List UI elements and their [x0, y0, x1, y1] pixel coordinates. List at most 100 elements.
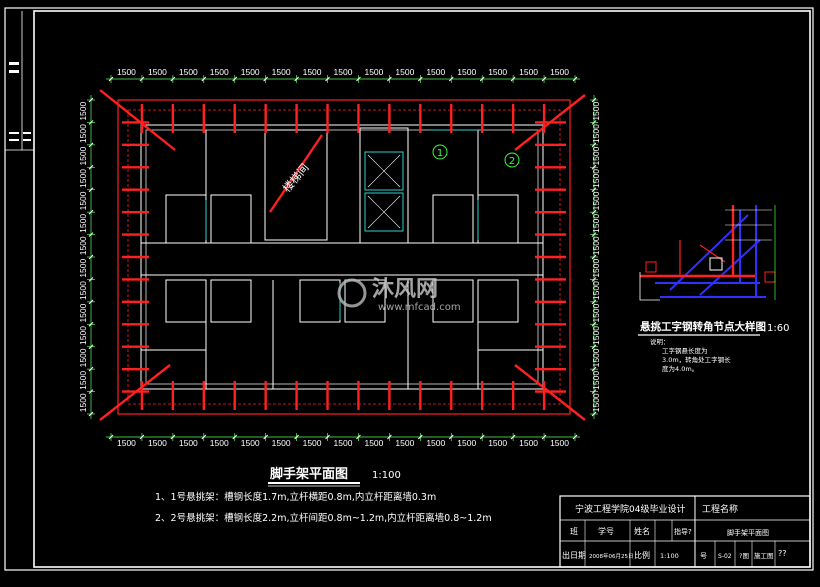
main-title: 脚手架平面图 [270, 466, 348, 482]
detail-note-1: 工字钢悬长度为 [662, 346, 708, 355]
tb-row2-0: 班 [570, 526, 578, 536]
tb-row2-2: 姓名 [634, 526, 650, 536]
dimension-label: 1500 [591, 258, 601, 277]
dimension-label: 1500 [395, 438, 414, 448]
tb-drawing-name: 脚手架平面图 [727, 528, 769, 537]
tb-row3-5: S-02 [718, 553, 732, 560]
dimension-label: 1500 [591, 371, 601, 390]
dimension-label: 1500 [210, 67, 229, 77]
dimension-label: 1500 [78, 393, 88, 412]
main-scale: 1:100 [372, 470, 401, 481]
watermark-url: www.mfcad.com [378, 302, 461, 313]
dimension-label: 1500 [78, 191, 88, 210]
dimension-label: 1500 [303, 438, 322, 448]
tb-row3-4: 号 [700, 552, 707, 560]
dimension-label: 1500 [78, 371, 88, 390]
dimension-label: 1500 [148, 438, 167, 448]
dimension-label: 1500 [272, 67, 291, 77]
dimension-label: 1500 [591, 393, 601, 412]
dimension-label: 1500 [78, 303, 88, 322]
title-block [559, 495, 811, 568]
tb-school: 宁波工程学院04级毕业设计 [575, 503, 685, 515]
dimension-label: 1500 [117, 67, 136, 77]
tb-row3-1: 2008年06月25日 [589, 552, 634, 560]
inner-frame [33, 10, 811, 568]
dimension-label: 1500 [78, 124, 88, 143]
dimension-label: 1500 [550, 438, 569, 448]
dimension-label: 1500 [591, 348, 601, 367]
dimension-label: 1500 [395, 67, 414, 77]
building-plan [140, 124, 544, 390]
tb-row3-3: 1:100 [660, 552, 679, 560]
dimension-label: 1500 [519, 67, 538, 77]
dimension-label: 1500 [457, 438, 476, 448]
scaffold-cantilevers [99, 89, 586, 421]
dimension-label: 1500 [117, 438, 136, 448]
sheet-border [4, 7, 814, 571]
detail-title: 悬挑工字钢转角节点大样图 [639, 320, 766, 333]
dimension-label: 1500 [148, 67, 167, 77]
dimension-label: 1500 [179, 438, 198, 448]
callout-2: 2 [504, 152, 520, 168]
detail-scale: 1:60 [767, 323, 789, 334]
dimension-label: 1500 [303, 67, 322, 77]
dimension-label: 1500 [334, 67, 353, 77]
dimension-label: 1500 [550, 67, 569, 77]
dimension-label: 1500 [78, 169, 88, 188]
dimension-label: 1500 [591, 101, 601, 120]
dimension-label: 1500 [272, 438, 291, 448]
dimension-label: 1500 [241, 438, 260, 448]
dimension-label: 1500 [591, 191, 601, 210]
dimension-label: 1500 [426, 438, 445, 448]
dimension-label: 1500 [488, 438, 507, 448]
detail-note-3: 度为4.0m。 [662, 364, 698, 373]
tb-row2-3: 指导? [674, 527, 692, 536]
dimension-label: 1500 [488, 67, 507, 77]
dimension-label: 1500 [591, 214, 601, 233]
dimension-label: 1500 [457, 67, 476, 77]
dimension-label: 1500 [426, 67, 445, 77]
tb-project-label: 工程名称 [702, 503, 738, 515]
dimension-label: 1500 [591, 236, 601, 255]
dimension-label: 1500 [364, 67, 383, 77]
detail-note-0: 说明： [650, 337, 670, 346]
note-1: 1、1号悬挑架：槽钢长度1.7m,立杆横距0.8m,内立杆距离墙0.3m [155, 491, 436, 503]
dimension-label: 1500 [591, 169, 601, 188]
stair-label: 楼梯间 [280, 161, 312, 195]
callout-1: 1 [432, 144, 448, 160]
corner-detail-drawing [639, 205, 776, 301]
dimension-lines: 1500 1500 1500 1500 1500 1500 1500 1500 1500 1500… [78, 67, 601, 448]
dimension-label: 1500 [591, 281, 601, 300]
dimension-label: 1500 [179, 67, 198, 77]
tb-row3-8: ?? [778, 549, 787, 558]
dimension-label: 1500 [78, 326, 88, 345]
dimension-label: 1500 [591, 303, 601, 322]
dimension-label: 1500 [78, 214, 88, 233]
tb-row2-1: 学号 [598, 526, 614, 536]
dimension-label: 1500 [78, 146, 88, 165]
left-binding-strip [5, 11, 34, 151]
tb-row3-7: 施工图 [754, 551, 774, 560]
dimension-label: 1500 [591, 124, 601, 143]
dimension-label: 1500 [364, 438, 383, 448]
dimension-label: 1500 [334, 438, 353, 448]
dimension-label: 1500 [78, 348, 88, 367]
dimension-label: 1500 [210, 438, 229, 448]
dimension-label: 1500 [78, 258, 88, 277]
watermark-brand: 沐风网 [372, 277, 438, 302]
watermark: 沐风网 www.mfcad.com [337, 277, 461, 313]
dimension-label: 1500 [591, 326, 601, 345]
dimension-label: 1500 [78, 236, 88, 255]
dimension-label: 1500 [78, 101, 88, 120]
dimension-label: 1500 [519, 438, 538, 448]
tb-row3-2: 比例 [634, 550, 650, 560]
callout-1-label: 1 [437, 148, 443, 159]
dimension-label: 1500 [241, 67, 260, 77]
callout-2-label: 2 [509, 156, 515, 167]
note-2: 2、2号悬挑架：槽钢长度2.2m,立杆间距0.8m~1.2m,内立杆距离墙0.8… [155, 512, 492, 524]
tb-row3-0: 出日期 [562, 550, 586, 560]
dimension-label: 1500 [78, 281, 88, 300]
detail-note-2: 3.0m，转角处工字钢长 [662, 355, 731, 364]
tb-row3-6: ?图 [739, 552, 749, 560]
